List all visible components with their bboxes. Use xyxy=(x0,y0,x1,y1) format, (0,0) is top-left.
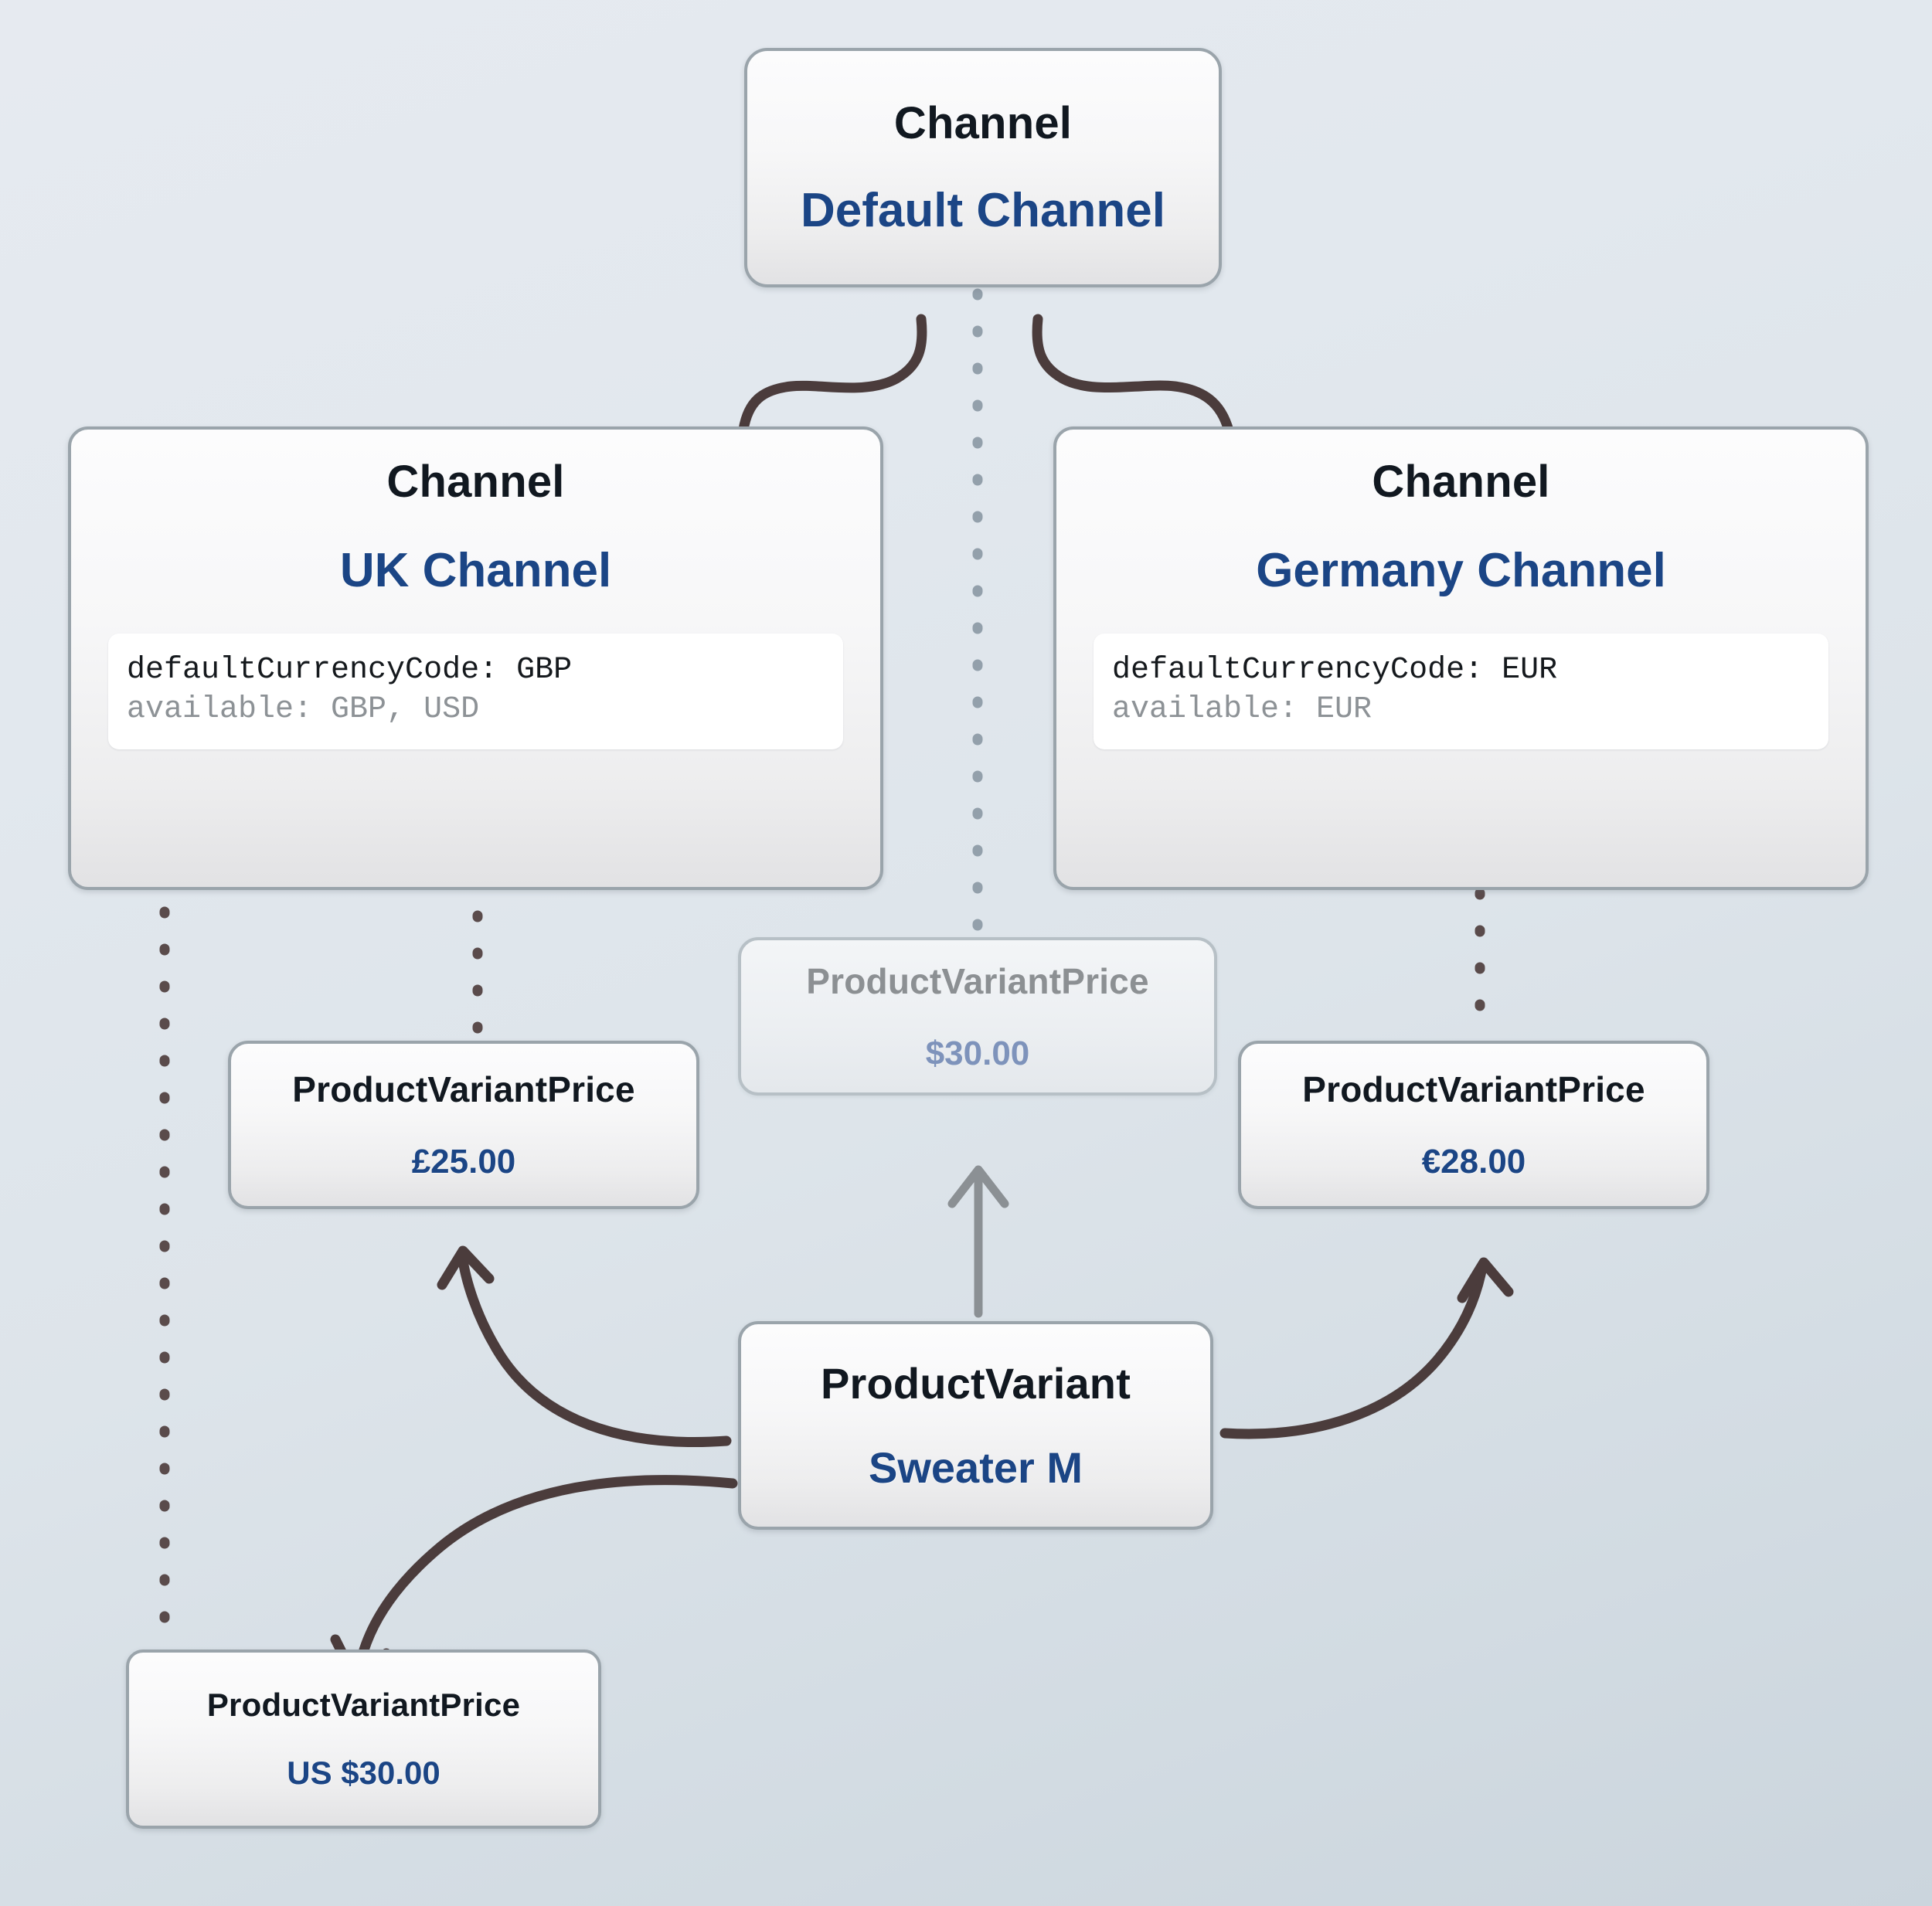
node-type-label: ProductVariantPrice xyxy=(806,960,1149,1001)
node-value-label: Germany Channel xyxy=(1256,544,1666,597)
node-value-label: Sweater M xyxy=(869,1443,1083,1492)
node-type-label: ProductVariantPrice xyxy=(292,1069,635,1109)
node-value-label: $30.00 xyxy=(925,1034,1030,1072)
node-type-label: ProductVariantPrice xyxy=(1302,1069,1645,1109)
node-product-variant-price-usd-inactive[interactable]: ProductVariantPrice $30.00 xyxy=(738,937,1217,1096)
node-product-variant-price-eur[interactable]: ProductVariantPrice €28.00 xyxy=(1238,1041,1709,1209)
node-type-label: ProductVariant xyxy=(820,1359,1131,1408)
node-uk-channel[interactable]: Channel UK Channel defaultCurrencyCode: … xyxy=(68,426,883,890)
attr-available-currencies: available: EUR xyxy=(1112,692,1372,728)
node-germany-channel[interactable]: Channel Germany Channel defaultCurrencyC… xyxy=(1053,426,1869,890)
node-value-label: £25.00 xyxy=(411,1143,516,1181)
attr-default-currency-code: defaultCurrencyCode: EUR xyxy=(1112,653,1558,688)
node-product-variant-price-gbp[interactable]: ProductVariantPrice £25.00 xyxy=(228,1041,699,1209)
node-value-label: Default Channel xyxy=(801,184,1165,237)
edge-variant-to-eur xyxy=(1219,1257,1514,1439)
node-type-label: ProductVariantPrice xyxy=(206,1687,521,1723)
germany-channel-attributes: defaultCurrencyCode: EUR available: EUR xyxy=(1094,634,1828,750)
node-type-label: Channel xyxy=(386,457,565,507)
edge-variant-to-usd xyxy=(947,1165,1009,1318)
node-product-variant[interactable]: ProductVariant Sweater M xyxy=(738,1321,1213,1530)
node-value-label: US $30.00 xyxy=(287,1755,440,1791)
node-type-label: Channel xyxy=(1372,457,1550,507)
node-value-label: €28.00 xyxy=(1421,1143,1526,1181)
uk-channel-attributes: defaultCurrencyCode: GBP available: GBP,… xyxy=(108,634,843,750)
attr-available-currencies: available: GBP, USD xyxy=(127,692,480,728)
edge-variant-to-gbp xyxy=(437,1245,732,1448)
node-value-label: UK Channel xyxy=(339,544,612,597)
node-type-label: Channel xyxy=(893,98,1073,148)
node-default-channel[interactable]: Channel Default Channel xyxy=(744,48,1222,287)
attr-default-currency-code: defaultCurrencyCode: GBP xyxy=(127,653,573,688)
node-product-variant-price-us[interactable]: ProductVariantPrice US $30.00 xyxy=(126,1649,601,1829)
